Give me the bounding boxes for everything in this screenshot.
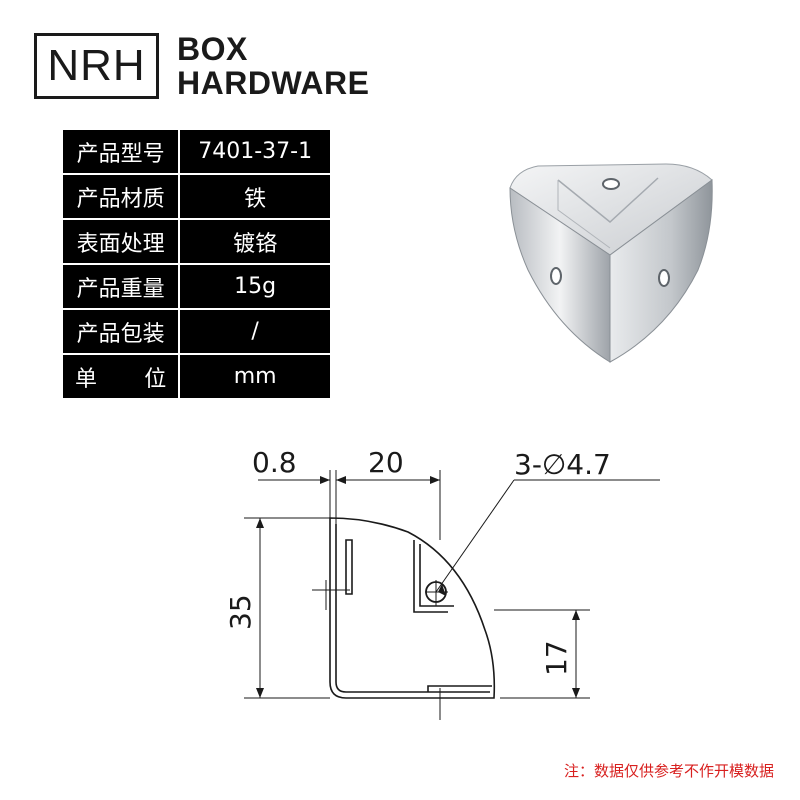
- brand-logo: NRH BOX HARDWARE: [34, 32, 369, 100]
- spec-row-model: 产品型号 7401-37-1: [60, 128, 332, 175]
- logo-line-2: HARDWARE: [177, 65, 370, 101]
- disclaimer-note: 注：数据仅供参考不作开模数据: [563, 762, 774, 780]
- spec-key: 产品包装: [60, 308, 181, 355]
- logo-wordmark: BOX HARDWARE: [177, 32, 369, 100]
- dim-width-label: 20: [368, 446, 404, 479]
- dim-height-label: 35: [224, 594, 257, 630]
- spec-key: 表面处理: [60, 218, 181, 265]
- dim-thickness-label: 0.8: [252, 446, 297, 479]
- spec-key: 单 位: [60, 353, 181, 400]
- spec-value: /: [178, 308, 332, 355]
- spec-value: 15g: [178, 263, 332, 310]
- spec-row-finish: 表面处理 镀铬: [60, 218, 332, 265]
- spec-value: 铁: [178, 173, 332, 220]
- spec-row-weight: 产品重量 15g: [60, 263, 332, 310]
- spec-key: 产品重量: [60, 263, 181, 310]
- spec-value: 7401-37-1: [178, 128, 332, 175]
- dim-hole-height-label: 17: [540, 640, 573, 676]
- spec-key-part: 位: [144, 366, 167, 392]
- dim-hole-label: 3-∅4.7: [514, 448, 611, 481]
- spec-key: 产品材质: [60, 173, 181, 220]
- product-photo: [509, 163, 713, 363]
- part-outline: [329, 517, 496, 699]
- logo-mark-text: NRH: [47, 41, 146, 90]
- technical-drawing: 0.8 20 3-∅4.7 35 17: [224, 446, 660, 720]
- spec-value: 镀铬: [178, 218, 332, 265]
- spec-row-material: 产品材质 铁: [60, 173, 332, 220]
- logo-mark: NRH: [34, 33, 159, 99]
- spec-row-unit: 单 位 mm: [60, 353, 332, 400]
- spec-key: 产品型号: [60, 128, 181, 175]
- logo-line-1: BOX: [177, 31, 248, 67]
- spec-value: mm: [178, 353, 332, 400]
- spec-row-packaging: 产品包装 /: [60, 308, 332, 355]
- spec-key-part: 单: [75, 366, 98, 392]
- spec-table: 产品型号 7401-37-1 产品材质 铁 表面处理 镀铬 产品重量 15g 产…: [60, 128, 332, 400]
